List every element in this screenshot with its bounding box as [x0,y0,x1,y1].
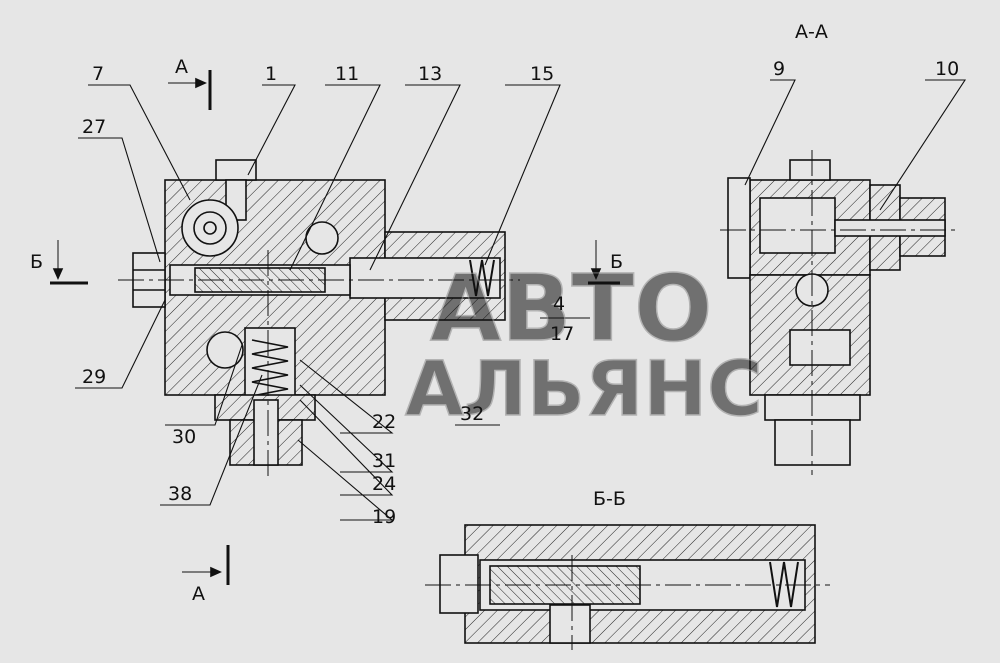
callout-13: 13 [418,63,442,85]
watermark-line1: АВТО [430,255,712,362]
cut-mark-a-top: А [175,56,188,78]
callout-4: 4 [553,293,565,315]
callout-11: 11 [335,63,359,85]
callout-27: 27 [82,116,106,138]
callout-22: 22 [372,411,396,433]
callout-38: 38 [168,483,192,505]
cut-mark-a-bottom: А [192,583,205,605]
callout-17: 17 [550,323,574,345]
labels: А-А Б-Б А А Б Б 7 1 11 13 15 27 29 4 17 … [30,21,959,605]
bb-spring [769,561,799,608]
callout-1: 1 [265,63,277,85]
watermark-line2: АЛЬЯНС [405,344,763,433]
section-bb-view [425,524,830,650]
port-circle-top [181,199,239,257]
callout-32: 32 [460,403,484,425]
callout-29: 29 [82,366,106,388]
cut-mark-b-right: Б [610,251,623,273]
section-aa-title: А-А [795,21,828,43]
callout-15: 15 [530,63,554,85]
cap-9 [727,177,751,279]
callout-19: 19 [372,506,396,528]
cut-mark-b-left: Б [30,251,43,273]
spring-right [469,259,495,297]
callout-30: 30 [172,426,196,448]
section-aa-view [720,150,960,475]
main-view [118,159,520,480]
callout-31: 31 [372,450,396,472]
spring-bottom [251,339,289,397]
callout-10: 10 [935,58,959,80]
port-circle-low [206,331,244,369]
cut-marks [50,70,620,585]
callout-24: 24 [372,473,396,495]
watermark: АВТО АЛЬЯНС [404,254,763,434]
leader-lines [75,84,590,521]
section-bb-title: Б-Б [593,488,626,510]
callout-7: 7 [92,63,104,85]
callout-9: 9 [773,58,785,80]
section-aa-leaders [744,79,967,211]
